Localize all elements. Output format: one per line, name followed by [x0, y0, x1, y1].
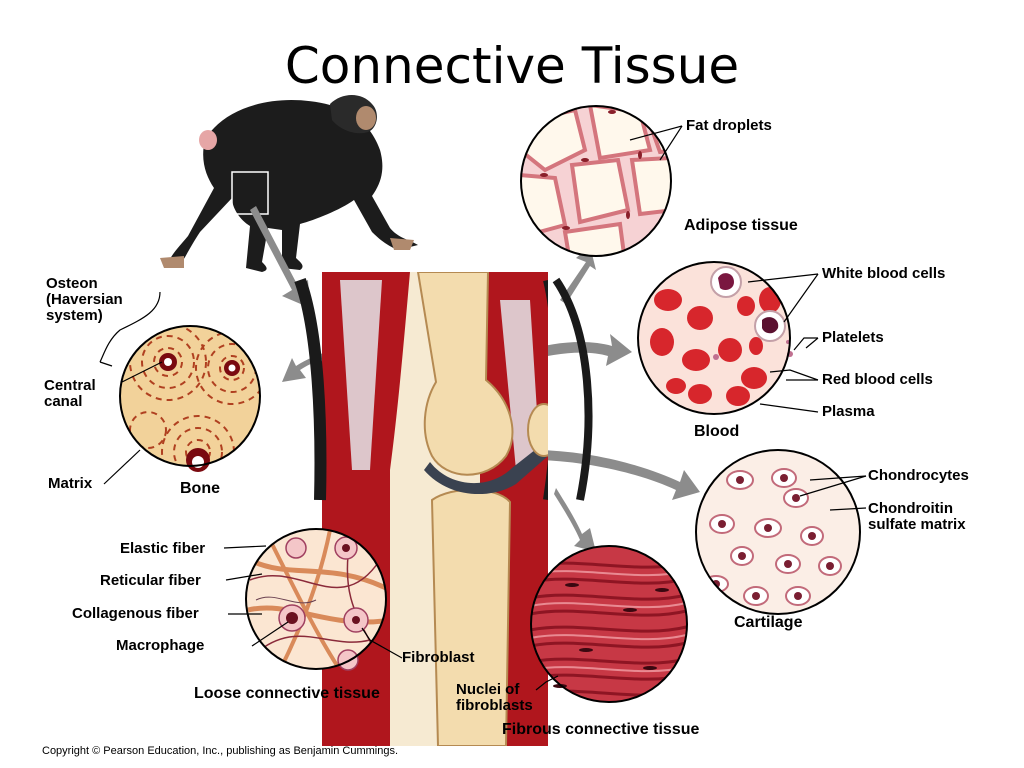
label-osteon: Osteon (Haversian system): [46, 275, 123, 324]
cartilage-circle: [695, 449, 861, 615]
leader-lines: [99, 125, 867, 691]
label-macrophage: Macrophage: [116, 637, 205, 654]
bone-circle: [119, 325, 261, 472]
label-fibrous-connective-tissue: Fibrous connective tissue: [502, 721, 700, 738]
adipose-tissue-circle: [520, 105, 672, 257]
label-white-blood-cells: White blood cells: [822, 265, 946, 282]
label-elastic-fiber: Elastic fiber: [120, 540, 206, 557]
copyright-notice: Copyright © Pearson Education, Inc., pub…: [42, 745, 399, 757]
loose-connective-circle: [245, 528, 387, 671]
chimpanzee-illustration: [160, 95, 418, 272]
blood-circle: [637, 261, 793, 415]
label-cartilage: Cartilage: [734, 614, 803, 631]
label-platelets: Platelets: [822, 329, 884, 346]
label-central-canal: Central canal: [44, 377, 96, 410]
label-nuclei-of-fibroblasts: Nuclei of fibroblasts: [456, 681, 533, 714]
label-loose-connective-tissue: Loose connective tissue: [194, 685, 380, 702]
fur-right: [552, 277, 593, 501]
label-red-blood-cells: Red blood cells: [822, 371, 933, 388]
fibrous-connective-circle: [530, 545, 688, 703]
label-plasma: Plasma: [822, 403, 875, 420]
label-bone: Bone: [180, 480, 220, 497]
label-chondroitin-sulfate-matrix: Chondroitin sulfate matrix: [868, 500, 966, 533]
label-adipose-tissue: Adipose tissue: [684, 217, 798, 234]
label-collagenous-fiber: Collagenous fiber: [72, 605, 199, 622]
label-matrix: Matrix: [48, 475, 93, 492]
knee-joint-illustration: [322, 272, 548, 746]
white-blood-cell-icon: [710, 266, 786, 342]
fur-left: [294, 277, 327, 501]
page-title: Connective Tissue: [284, 37, 740, 95]
label-fibroblast: Fibroblast: [402, 649, 475, 666]
label-fat-droplets: Fat droplets: [686, 117, 772, 134]
label-reticular-fiber: Reticular fiber: [100, 572, 201, 589]
label-chondrocytes: Chondrocytes: [868, 467, 969, 484]
label-blood: Blood: [694, 423, 740, 440]
